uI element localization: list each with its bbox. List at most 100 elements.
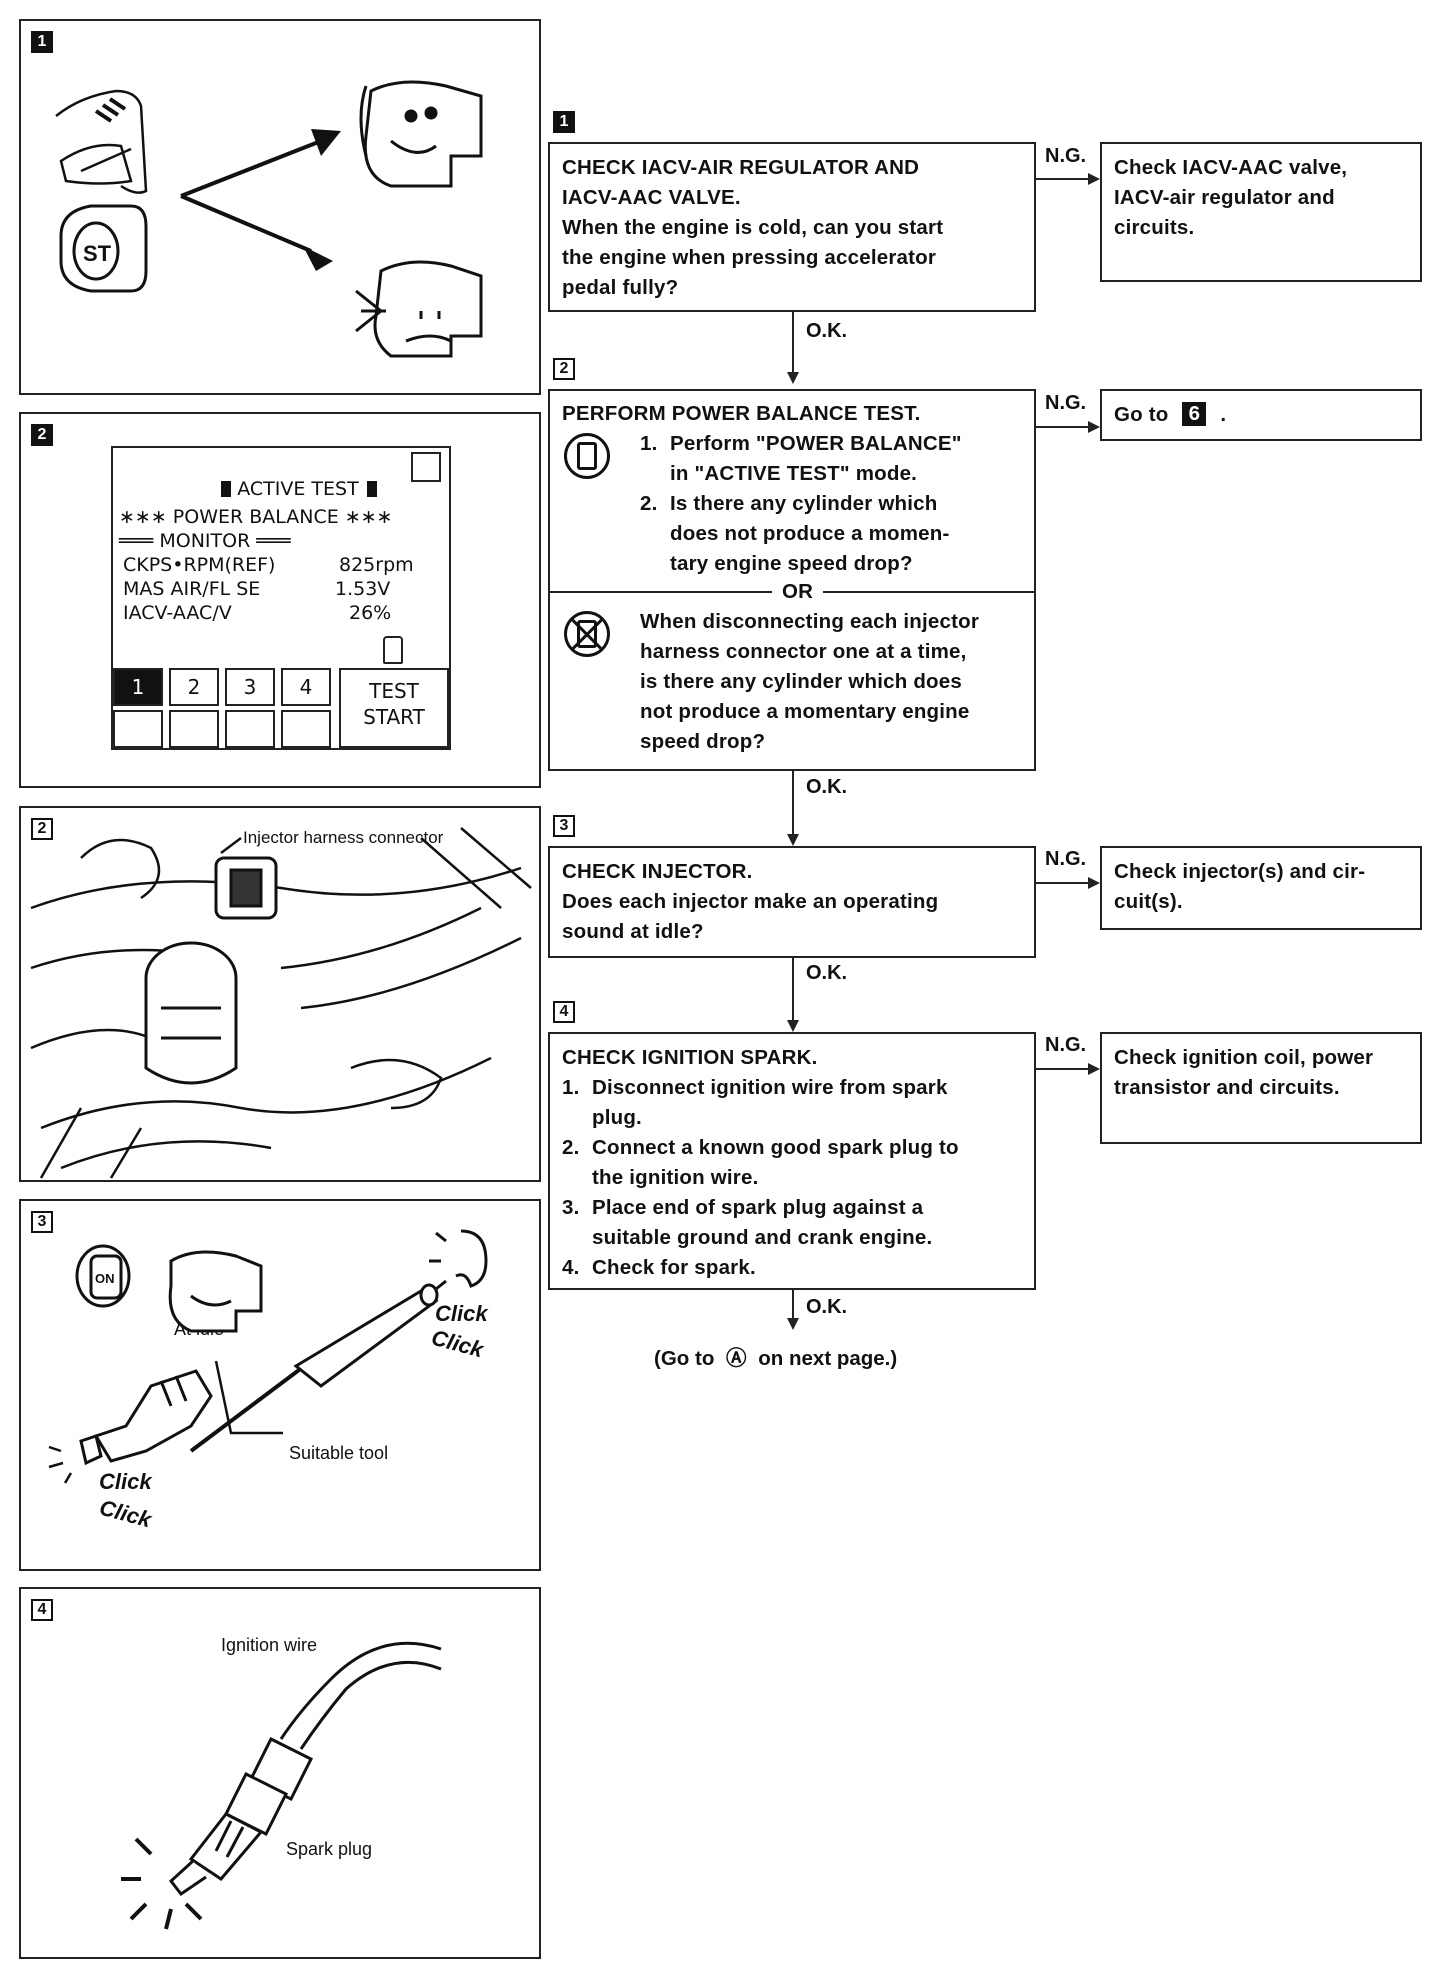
- spark-plug-icon: [168, 1736, 314, 1897]
- ng-arrowhead: [1088, 421, 1100, 433]
- screen-row-value: 825rpm: [339, 554, 414, 576]
- key-blank[interactable]: [225, 710, 275, 748]
- step-2-items: 1.Perform "POWER BALANCE"in "ACTIVE TEST…: [640, 429, 962, 579]
- ng-result-line: circuits.: [1114, 216, 1195, 239]
- screen-title: ∗∗∗ POWER BALANCE ∗∗∗: [119, 506, 393, 528]
- test-start-line1: TEST: [369, 679, 419, 703]
- step-1-title-line2: IACV-AAC VALVE.: [562, 186, 741, 209]
- test-start-line2: START: [363, 705, 425, 729]
- ng-arrow-line: [1036, 882, 1092, 884]
- ng-arrow-line: [1036, 426, 1092, 428]
- step-2-title: PERFORM POWER BALANCE TEST.: [562, 402, 921, 425]
- injector-sound-illustration: ON: [48, 1229, 488, 1484]
- spark-icon: [121, 1837, 203, 1930]
- ng-label: N.G.: [1045, 145, 1087, 167]
- footer-suffix: on next page.): [758, 1347, 898, 1370]
- key-blank[interactable]: [113, 710, 163, 748]
- ok-line: [792, 312, 794, 374]
- engine-idle-icon: [168, 1250, 263, 1333]
- ng-result-line: Check IACV-AAC valve,: [1114, 156, 1348, 179]
- ok-arrowhead: [787, 834, 799, 846]
- spark-plug-illustration: [121, 1641, 442, 1930]
- injector-icon: [79, 1369, 213, 1466]
- panel-badge: 2: [31, 424, 53, 446]
- circled-a-icon: Ⓐ: [726, 1347, 747, 1370]
- go-to-prefix: Go to: [1114, 403, 1169, 426]
- step-3-ng-result: Check injector(s) and cir- cuit(s).: [1100, 846, 1422, 930]
- step-badge-3: 3: [553, 815, 575, 837]
- step-ref-badge-6: 6: [1182, 402, 1207, 426]
- screen-row-value: 26%: [349, 602, 392, 624]
- next-page-link[interactable]: (Go to Ⓐ on next page.): [654, 1341, 897, 1371]
- screen-corner-box: [411, 452, 441, 482]
- step-3-body-line: sound at idle?: [562, 920, 704, 943]
- ignition-wire-icon: [279, 1641, 442, 1750]
- svg-text:ST: ST: [83, 241, 112, 266]
- cold-start-illustration: ST: [55, 80, 483, 358]
- screen-row-name: CKPS•RPM(REF): [123, 554, 276, 576]
- ng-label: N.G.: [1045, 1034, 1087, 1056]
- click-label: Click: [99, 1469, 152, 1494]
- illustration-panel-1: 1 ST: [19, 19, 541, 395]
- step-badge-2: 2: [553, 358, 575, 380]
- screwdriver-icon: [189, 1283, 439, 1453]
- go-to-suffix: .: [1220, 403, 1227, 426]
- ignition-wire-caption: Ignition wire: [221, 1635, 318, 1655]
- step-4-ng-result: Check ignition coil, power transistor an…: [1100, 1032, 1422, 1144]
- ok-label: O.K.: [806, 962, 848, 984]
- ng-result-line: cuit(s).: [1114, 890, 1183, 913]
- key-3[interactable]: 3: [225, 668, 275, 706]
- ng-result-line: Check injector(s) and cir-: [1114, 860, 1366, 883]
- engine-running-icon: [359, 80, 483, 188]
- ng-result-line: IACV-air regulator and: [1114, 186, 1335, 209]
- step-4-title: CHECK IGNITION SPARK.: [562, 1046, 818, 1069]
- test-start-button[interactable]: TEST START: [339, 668, 449, 748]
- illustration-panel-2-screen: 2 ACTIVE TEST ∗∗∗ POWER BALANCE ∗∗∗ ═══ …: [19, 412, 541, 788]
- step-2-item: 1.Perform "POWER BALANCE"in "ACTIVE TEST…: [640, 432, 962, 485]
- step-2-alt-text: When disconnecting each injector harness…: [640, 610, 980, 753]
- step-1-title-line1: CHECK IACV-AIR REGULATOR AND: [562, 156, 920, 179]
- step-badge-1: 1: [553, 111, 575, 133]
- step-2-ng-result[interactable]: Go to 6 .: [1100, 389, 1422, 441]
- step-1-body-line: When the engine is cold, can you start: [562, 216, 944, 239]
- panel-badge: 1: [31, 31, 53, 53]
- ok-line: [792, 958, 794, 1022]
- ear-icon: [429, 1229, 488, 1291]
- ok-arrowhead: [787, 1020, 799, 1032]
- key-blank[interactable]: [169, 710, 219, 748]
- step-4-box: CHECK IGNITION SPARK. 1.Disconnect ignit…: [548, 1032, 1036, 1290]
- step-3-body-line: Does each injector make an operating: [562, 890, 939, 913]
- key-blank[interactable]: [281, 710, 331, 748]
- screen-header: ACTIVE TEST: [185, 456, 377, 522]
- ng-arrowhead: [1088, 1063, 1100, 1075]
- or-label: OR: [772, 577, 824, 607]
- screen-monitor: ═══ MONITOR ═══: [119, 530, 291, 552]
- connector-icon: [214, 856, 278, 920]
- ng-label: N.G.: [1045, 848, 1087, 870]
- illustration-panel-5: 4 Ignition wire Spark plug: [19, 1587, 541, 1959]
- ok-label: O.K.: [806, 776, 848, 798]
- engine-not-running-icon: [355, 260, 483, 358]
- step-1-box: CHECK IACV-AIR REGULATOR AND IACV-AAC VA…: [548, 142, 1036, 312]
- key-2[interactable]: 2: [169, 668, 219, 706]
- ng-arrow-line: [1036, 1068, 1092, 1070]
- injector-body-icon: [144, 941, 238, 1085]
- step-3-title: CHECK INJECTOR.: [562, 860, 753, 883]
- ignition-key-start-icon: ST: [59, 204, 148, 293]
- svg-text:ON: ON: [95, 1271, 115, 1286]
- screen-row-name: IACV-AAC/V: [123, 602, 232, 624]
- suitable-tool-caption: Suitable tool: [289, 1443, 389, 1463]
- ng-arrowhead: [1088, 877, 1100, 889]
- panel-badge: 3: [31, 1211, 53, 1233]
- key-1[interactable]: 1: [113, 668, 163, 706]
- ok-label: O.K.: [806, 1296, 848, 1318]
- step-3-box: CHECK INJECTOR. Does each injector make …: [548, 846, 1036, 958]
- ng-arrow-line: [1036, 178, 1092, 180]
- ok-line: [792, 1290, 794, 1320]
- key-4[interactable]: 4: [281, 668, 331, 706]
- spark-plug-caption: Spark plug: [286, 1839, 373, 1859]
